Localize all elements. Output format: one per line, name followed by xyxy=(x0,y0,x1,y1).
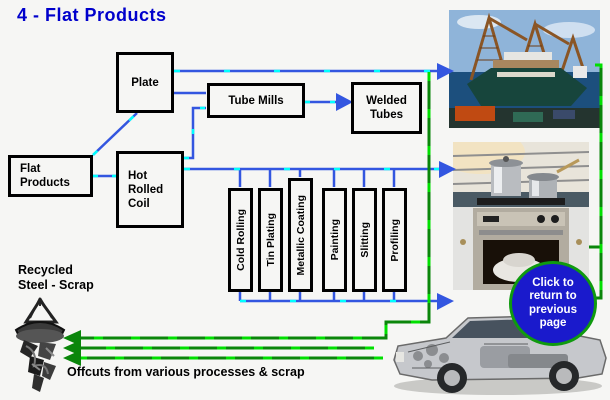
box-tin-plating: Tin Plating xyxy=(258,188,283,292)
process-top-connectors xyxy=(238,169,396,187)
box-painting: Painting xyxy=(322,188,347,292)
magnet-hook xyxy=(23,297,59,324)
process-bottom-connectors xyxy=(238,292,396,301)
ship-hull xyxy=(467,68,587,106)
return-button-line3: previous xyxy=(529,303,577,316)
box-metallic-coating: Metallic Coating xyxy=(288,178,313,292)
scrap-magnet-icon xyxy=(10,296,68,399)
box-tube-mills: Tube Mills xyxy=(207,83,305,118)
box-flat-products: Flat Products xyxy=(8,155,93,197)
box-slitting: Slitting xyxy=(352,188,377,292)
box-welded-tubes-label: Welded Tubes xyxy=(366,95,407,121)
return-button-line1: Click to xyxy=(532,276,574,289)
saucepan-handle xyxy=(556,158,580,174)
box-plate-label: Plate xyxy=(131,76,159,89)
return-button-line2: return to xyxy=(529,290,577,302)
oven-handle xyxy=(479,230,563,235)
box-tin-plating-label: Tin Plating xyxy=(264,213,277,267)
ship-photo xyxy=(449,10,600,133)
box-hot-rolled-coil: Hot Rolled Coil xyxy=(116,151,184,228)
box-plate: Plate xyxy=(116,52,174,113)
box-cold-rolling-label: Cold Rolling xyxy=(234,209,247,271)
blue-arrowheads xyxy=(336,63,456,310)
page-title: 4 - Flat Products xyxy=(17,5,167,25)
arrow-to-car xyxy=(437,293,454,310)
box-hot-rolled-coil-label: Hot Rolled Coil xyxy=(128,169,164,210)
return-button-line4: page xyxy=(539,317,567,329)
box-tube-mills-label: Tube Mills xyxy=(228,94,284,107)
oven-clock xyxy=(483,216,499,222)
box-profiling-label: Profiling xyxy=(388,218,401,262)
cargo-ship-illustration xyxy=(449,10,600,128)
recycled-line1: Recycled xyxy=(18,263,73,277)
engine-detail xyxy=(413,344,568,368)
recycled-line2: Steel - Scrap xyxy=(18,278,94,292)
box-welded-tubes: Welded Tubes xyxy=(351,82,422,134)
return-to-previous-page-button[interactable]: Click to return to previous page xyxy=(509,261,597,346)
box-metallic-coating-label: Metallic Coating xyxy=(294,194,307,276)
steel-pot-small xyxy=(527,158,580,198)
arrow-to-kitchen xyxy=(439,161,456,178)
green-arrowheads xyxy=(63,330,81,366)
arrow-to-ship xyxy=(437,63,454,80)
recycled-scrap-label: Recycled Steel - Scrap xyxy=(18,263,94,293)
offcuts-label: Offcuts from various processes & scrap xyxy=(67,365,305,379)
box-slitting-label: Slitting xyxy=(358,222,371,258)
hob xyxy=(477,198,565,205)
small-boat xyxy=(573,66,587,78)
green-dashes xyxy=(80,63,603,360)
cyan-dashes xyxy=(92,69,440,303)
box-painting-label: Painting xyxy=(328,219,341,261)
line-coil-to-tubemills xyxy=(184,106,206,160)
containers xyxy=(455,106,495,121)
steel-pot-large xyxy=(489,156,523,196)
scrap-pieces xyxy=(20,340,56,392)
box-cold-rolling: Cold Rolling xyxy=(228,188,253,292)
box-flat-products-label: Flat Products xyxy=(20,163,70,189)
arrow-to-welded-tubes xyxy=(336,93,353,111)
box-profiling: Profiling xyxy=(382,188,407,292)
headlight xyxy=(396,352,404,362)
arrow-to-scrap-3 xyxy=(63,350,81,366)
